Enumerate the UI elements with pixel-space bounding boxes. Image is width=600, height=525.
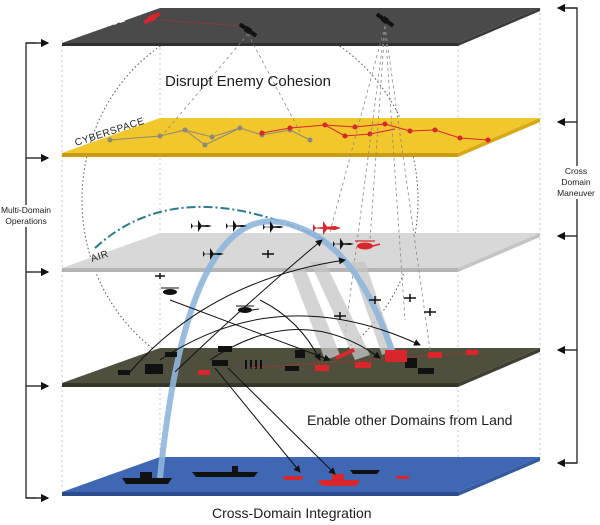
land-assets [118,346,434,375]
tank-icon [285,366,299,371]
vehicle-icon [218,346,232,352]
layer-space: SPACE [62,8,540,46]
carrier-icon [192,466,258,477]
space-assets [143,11,395,38]
fires-arc [157,218,398,479]
fighter-jet-icon [262,221,284,233]
ship-icon [122,472,172,484]
drone-icon [424,308,436,316]
enemy-network [259,121,491,143]
helicopter-icon [161,287,179,295]
enemy-path [249,351,481,369]
caption-cross-domain-integration: Cross-Domain Integration [212,505,372,521]
cross-domain-maneuver-label: Cross Domain Maneuver [552,166,600,199]
left-bracket [25,38,50,503]
helicopter-icon [236,305,260,313]
enemy-ship-icon [318,474,360,486]
fighter-jet-icon [202,248,224,260]
enemy-helicopter-icon [355,240,381,250]
drone-icon [262,250,274,258]
vehicle-icon [212,360,228,366]
enemy-maritime-assets [282,474,410,486]
vehicle-icon [418,368,434,374]
layer-cyberspace: CYBERSPACE [62,116,540,157]
enemy-air-assets [311,221,381,250]
enemy-vehicle-icon [355,362,371,368]
layer-label-air: AIR [90,249,111,265]
caption-enable-other-domains: Enable other Domains from Land [307,412,513,428]
layer-air: AIR [62,233,540,272]
ship-icon [350,470,380,474]
building-icon [405,358,417,368]
satellite-icon [238,22,258,38]
enemy-ship-icon [395,476,410,479]
satellite-icon [375,12,395,28]
air-assets [155,220,436,320]
vehicle-icon [165,352,177,357]
fighter-jet-icon [225,220,247,232]
drone-icon [155,273,165,279]
drone-icon [404,294,416,302]
enemy-vehicle-icon [315,365,329,371]
drone-icon [334,312,346,320]
fighter-jet-icon [332,238,354,250]
satellite-links [159,25,431,351]
caption-disrupt-enemy-cohesion: Disrupt Enemy Cohesion [165,73,331,90]
vehicle-icon [118,370,130,375]
enemy-ship-icon [282,476,304,480]
enemy-satellite-icon [143,11,161,25]
drone-icon [369,296,381,304]
enemy-vehicle-icon [198,370,210,375]
maritime-assets [122,466,380,484]
enemy-vehicle-icon [466,350,478,355]
enemy-building-icon [385,350,407,362]
building-icon [145,364,163,374]
vehicle-icon [295,350,305,358]
soldiers-icon [245,360,262,369]
enemy-aircraft-icon [311,221,341,235]
effects-arrows [129,239,421,475]
multi-domain-operations-label: Multi-Domain Operations [0,205,52,227]
right-bracket [556,3,578,468]
enemy-missile-icon [335,347,355,361]
friendly-network [107,125,313,148]
fighter-jet-icon [190,220,212,232]
